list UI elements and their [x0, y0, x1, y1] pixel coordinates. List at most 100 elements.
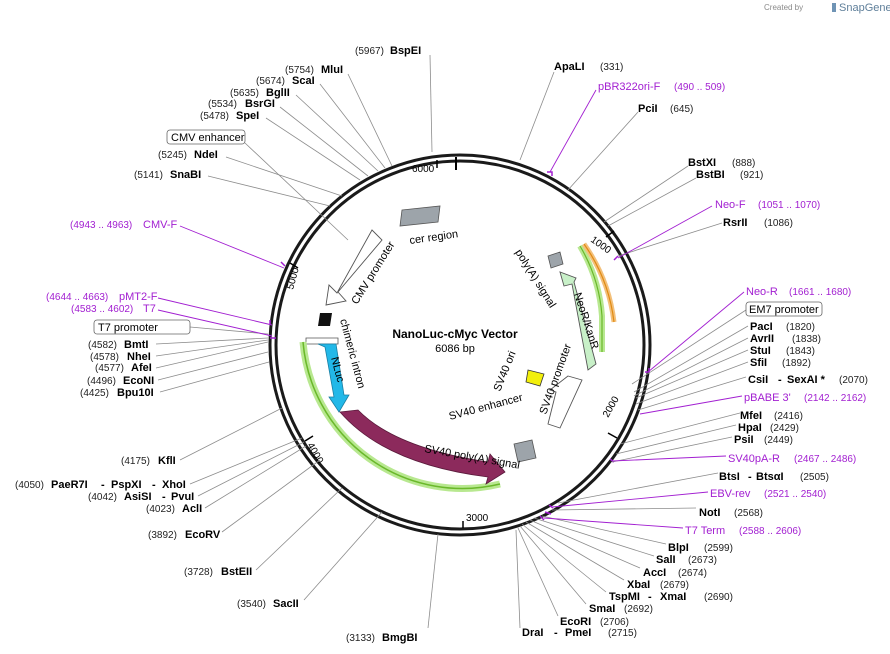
- site-pos-mfei: (2416): [774, 411, 803, 422]
- site-sali[interactable]: SalI: [656, 554, 676, 566]
- neor-kanr-arrow[interactable]: [559, 271, 597, 371]
- sv40-polya-block[interactable]: [513, 439, 537, 463]
- primer-pos-sv40pa-r: (2467 .. 2486): [794, 454, 856, 465]
- site-csii[interactable]: CsiI: [748, 374, 768, 386]
- t7-promoter-label[interactable]: T7 promoter: [98, 322, 158, 334]
- primer-t7[interactable]: T7: [143, 303, 156, 315]
- site-xhoi[interactable]: XhoI: [162, 479, 186, 491]
- site-bsrgi[interactable]: BsrGI: [245, 98, 275, 110]
- site-scai[interactable]: ScaI: [292, 75, 315, 87]
- em7-promoter-label[interactable]: EM7 promoter: [749, 304, 819, 316]
- site-xbai[interactable]: XbaI: [627, 579, 650, 591]
- site-stui[interactable]: StuI: [750, 345, 771, 357]
- site-pos-pmei: (2715): [608, 628, 637, 639]
- site-pos-btsai: (2505): [800, 472, 829, 483]
- sv40-ori-label: SV40 ori: [492, 349, 519, 393]
- site-spei[interactable]: SpeI: [236, 110, 259, 122]
- site-hpai[interactable]: HpaI: [738, 422, 762, 434]
- cmyc-arrow[interactable]: [339, 409, 506, 485]
- site-snabi[interactable]: SnaBI: [170, 169, 201, 181]
- primer-pos-pmt2-f: (4644 .. 4663): [46, 292, 108, 303]
- intron-block[interactable]: [318, 313, 332, 326]
- site-ecori[interactable]: EcoRI: [560, 616, 591, 628]
- primer-neo-r[interactable]: Neo-R: [746, 286, 778, 298]
- primer-cmv-f[interactable]: CMV-F: [143, 219, 178, 231]
- primer-pmt2-f[interactable]: pMT2-F: [119, 291, 158, 303]
- created-by-label: Created by: [764, 3, 803, 12]
- site-noti[interactable]: NotI: [699, 507, 720, 519]
- site-pspxi[interactable]: PspXI: [111, 479, 142, 491]
- site-ecorv[interactable]: EcoRV: [185, 529, 221, 541]
- site-bsteii[interactable]: BstEII: [221, 566, 252, 578]
- site-tspmi[interactable]: TspMI: [609, 591, 640, 603]
- primer-marks: [269, 171, 650, 521]
- site-btsi[interactable]: BtsI: [719, 471, 740, 483]
- cmv-enhancer-label[interactable]: CMV enhancer: [171, 132, 245, 144]
- primer-ebv-rev[interactable]: EBV-rev: [710, 488, 751, 500]
- site-apali[interactable]: ApaLI: [554, 61, 585, 73]
- site-blpi[interactable]: BlpI: [668, 542, 689, 554]
- nluc-arrow[interactable]: [317, 343, 350, 413]
- site-pos-bmgbi: (3133): [346, 633, 375, 644]
- site-smai[interactable]: SmaI: [589, 603, 615, 615]
- site-pvui[interactable]: PvuI: [171, 491, 194, 503]
- site-pos-xbai: (2679): [660, 580, 689, 591]
- site-bspei[interactable]: BspEI: [390, 45, 421, 57]
- site-acli[interactable]: AclI: [182, 503, 202, 515]
- site-drai[interactable]: DraI: [522, 627, 543, 639]
- site-econi[interactable]: EcoNI: [123, 375, 154, 387]
- site-ndei[interactable]: NdeI: [194, 149, 218, 161]
- cer-region-block[interactable]: [399, 205, 441, 227]
- site-avrii[interactable]: AvrII: [750, 333, 774, 345]
- site-acci[interactable]: AccI: [643, 567, 666, 579]
- polya-signal-block[interactable]: [547, 251, 564, 269]
- site-group-right: ApaLI (331) PciI (645) BstXI (888) BstBI…: [515, 61, 868, 639]
- site-kfli[interactable]: KflI: [158, 455, 176, 467]
- site-mlui[interactable]: MluI: [321, 64, 343, 76]
- site-paer7i[interactable]: PaeR7I: [51, 479, 88, 491]
- primer-pbr322ori-f[interactable]: pBR322ori-F: [598, 81, 661, 93]
- cmv-promoter-arrow[interactable]: [325, 229, 383, 306]
- site-bmgbi[interactable]: BmgBI: [382, 632, 417, 644]
- site-nhei[interactable]: NheI: [127, 351, 151, 363]
- primer-pbabe-3[interactable]: pBABE 3': [744, 392, 791, 404]
- site-afei[interactable]: AfeI: [131, 362, 152, 374]
- site-sacii[interactable]: SacII: [273, 598, 299, 610]
- intron-region[interactable]: [305, 337, 339, 345]
- primer-sv40pa-r[interactable]: SV40pA-R: [728, 453, 780, 465]
- site-sfii[interactable]: SfiI: [750, 357, 767, 369]
- site-pcii[interactable]: PciI: [638, 103, 658, 115]
- site-pos-sfii: (1892): [782, 358, 811, 369]
- site-pos-econi: (4496): [87, 376, 116, 387]
- dash-7: -: [554, 627, 558, 639]
- site-pos-bmti: (4582): [88, 340, 117, 351]
- primer-neo-f[interactable]: Neo-F: [715, 199, 746, 211]
- site-sexai[interactable]: SexAI *: [787, 374, 826, 386]
- site-psii[interactable]: PsiI: [734, 434, 754, 446]
- site-paci[interactable]: PacI: [750, 321, 773, 333]
- site-pos-smai: (2692): [624, 604, 653, 615]
- site-pos-bsrgi: (5534): [208, 99, 237, 110]
- site-rsrii[interactable]: RsrII: [723, 217, 747, 229]
- site-pmei[interactable]: PmeI: [565, 627, 591, 639]
- site-bstbi[interactable]: BstBI: [696, 169, 725, 181]
- site-mfei[interactable]: MfeI: [740, 410, 762, 422]
- sv40-ori-block[interactable]: [525, 369, 545, 387]
- primer-pos-pbr322ori-f: (490 .. 509): [674, 82, 725, 93]
- site-pos-bpu10i: (4425): [80, 388, 109, 399]
- site-bstxi[interactable]: BstXI: [688, 157, 716, 169]
- site-bmti[interactable]: BmtI: [124, 339, 148, 351]
- ruler-label-6000: 6000: [412, 164, 435, 175]
- sv40-promoter-arrow[interactable]: [547, 375, 583, 429]
- site-pos-paer7i: (4050): [15, 480, 44, 491]
- dash-2: -: [152, 479, 156, 491]
- site-pos-nhei: (4578): [90, 352, 119, 363]
- site-bpu10i[interactable]: Bpu10I: [117, 387, 154, 399]
- site-xmai[interactable]: XmaI: [660, 591, 686, 603]
- cer-region-label: cer region: [409, 228, 459, 247]
- primer-t7-term[interactable]: T7 Term: [685, 525, 725, 537]
- site-asisi[interactable]: AsiSI: [124, 491, 152, 503]
- site-bglii[interactable]: BglII: [266, 87, 290, 99]
- em7-promoter-box: [745, 301, 823, 317]
- site-btsai[interactable]: BtsαI: [756, 471, 784, 483]
